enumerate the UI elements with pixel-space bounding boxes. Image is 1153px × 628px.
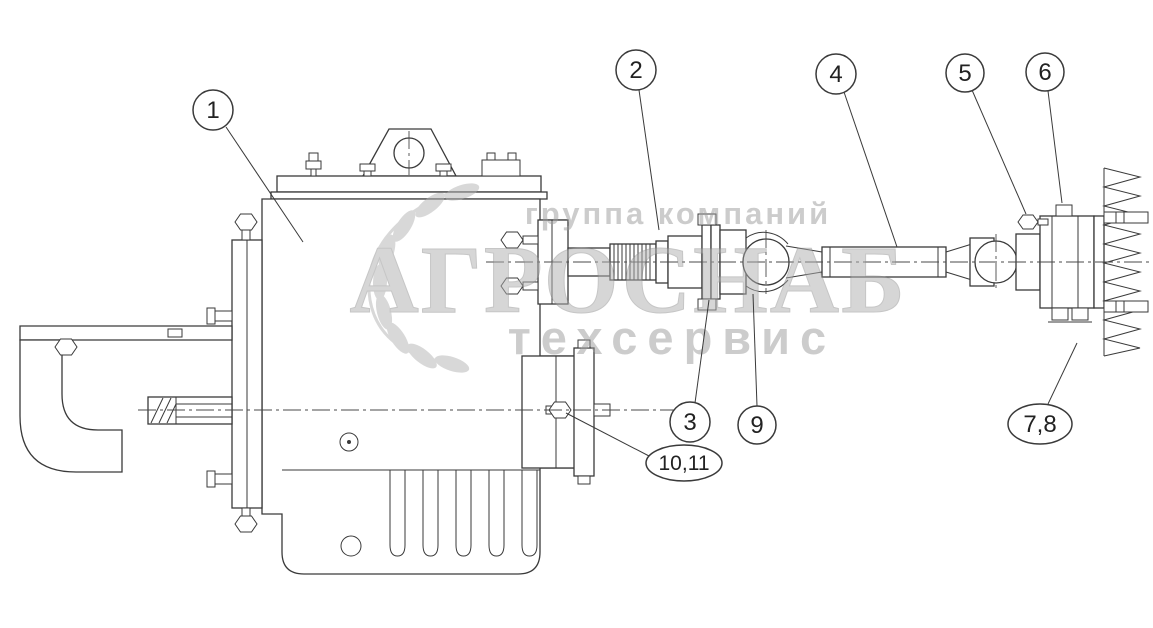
callout-7-8-bubble <box>1007 403 1073 445</box>
callout-5-label: 5 <box>958 60 971 87</box>
watermark-group-text: группа компаний <box>525 196 831 231</box>
top-cover <box>276 175 542 193</box>
flange-bolt-bottom <box>697 298 717 311</box>
input-shaft <box>147 396 233 425</box>
callout-10-11-leader <box>565 412 650 457</box>
callout-9-bubble <box>737 405 777 445</box>
watermark-brand-text: АГРОСНАБ <box>349 226 906 333</box>
end-flange-bolt-5 <box>1017 214 1049 230</box>
rear-fork-top <box>945 243 973 253</box>
callout-3-label: 3 <box>683 409 696 436</box>
callout-2-leader <box>638 89 660 231</box>
callout-6-leader <box>1047 90 1063 204</box>
inspection-hole-center <box>347 440 351 444</box>
drain-plug <box>340 535 362 557</box>
front-yoke-arc-bottom <box>745 279 789 293</box>
flange-bolt-top <box>697 213 717 226</box>
bracket-small-bolt <box>167 328 183 338</box>
callout-6-label: 6 <box>1038 59 1051 86</box>
watermark-wreath-icon <box>367 183 480 373</box>
callout-4-bubble <box>815 53 857 95</box>
pto-bolt-bottom <box>577 475 591 485</box>
callout-5: 5 <box>945 53 1027 215</box>
callout-2: 2 <box>615 49 660 231</box>
callout-6: 6 <box>1025 52 1065 204</box>
callout-10-11: 10,11 <box>565 412 723 482</box>
input-shaft-body <box>147 396 233 425</box>
rear-fork-bottom <box>945 271 973 281</box>
callout-9-label: 9 <box>750 412 763 439</box>
callout-1-bubble <box>192 89 234 131</box>
callout-1-label: 1 <box>206 97 219 124</box>
end-flange-nuts-7-8 <box>1048 307 1092 323</box>
watermark-service-text: техсервис <box>508 311 836 364</box>
top-cover-flange <box>270 191 548 200</box>
callout-4-leader <box>843 91 898 248</box>
callout-4-label: 4 <box>829 61 842 88</box>
callout-9: 9 <box>737 293 777 445</box>
callout-1-leader <box>225 126 304 243</box>
front-fork-top <box>785 245 823 253</box>
callout-5-bubble <box>945 53 985 93</box>
centerlines <box>138 131 1152 411</box>
bracket-bolt <box>54 338 78 356</box>
callout-10-11-bubble <box>645 444 723 482</box>
cooling-fins <box>389 470 538 557</box>
callout-7-8-label: 7,8 <box>1023 411 1056 438</box>
callout-9-leader <box>752 293 758 407</box>
callout-3-leader <box>694 299 710 404</box>
output-flange-bolts <box>500 231 539 295</box>
front-yoke-arc-top <box>745 231 789 245</box>
input-shaft-hatch <box>150 397 232 424</box>
pto-cover-plate <box>573 347 595 477</box>
bracket-angle <box>19 339 123 473</box>
callout-4: 4 <box>815 53 898 248</box>
callout-2-label: 2 <box>629 57 642 84</box>
end-flange-bolt-6 <box>1055 204 1073 217</box>
bracket-top-plate <box>19 325 233 341</box>
top-bolts <box>305 152 521 177</box>
callout-3: 3 <box>669 299 711 443</box>
callout-7-8-leader <box>1047 342 1078 405</box>
callout-2-bubble <box>615 49 657 91</box>
callout-1: 1 <box>192 89 304 243</box>
callouts: 1 2 4 5 6 3 9 <box>192 49 1078 482</box>
mounting-bracket <box>19 325 233 473</box>
callout-3-bubble <box>669 401 711 443</box>
callout-10-11-label: 10,11 <box>659 452 710 475</box>
callout-6-bubble <box>1025 52 1065 92</box>
watermark: группа компаний АГРОСНАБ техсервис <box>349 183 906 373</box>
callout-5-leader <box>971 89 1027 215</box>
pto-bolt-top <box>577 339 591 349</box>
left-flange-bolts <box>206 213 258 533</box>
callout-7-8: 7,8 <box>1007 342 1078 445</box>
coupling-studs <box>1103 211 1149 313</box>
front-fork-bottom <box>785 271 823 279</box>
